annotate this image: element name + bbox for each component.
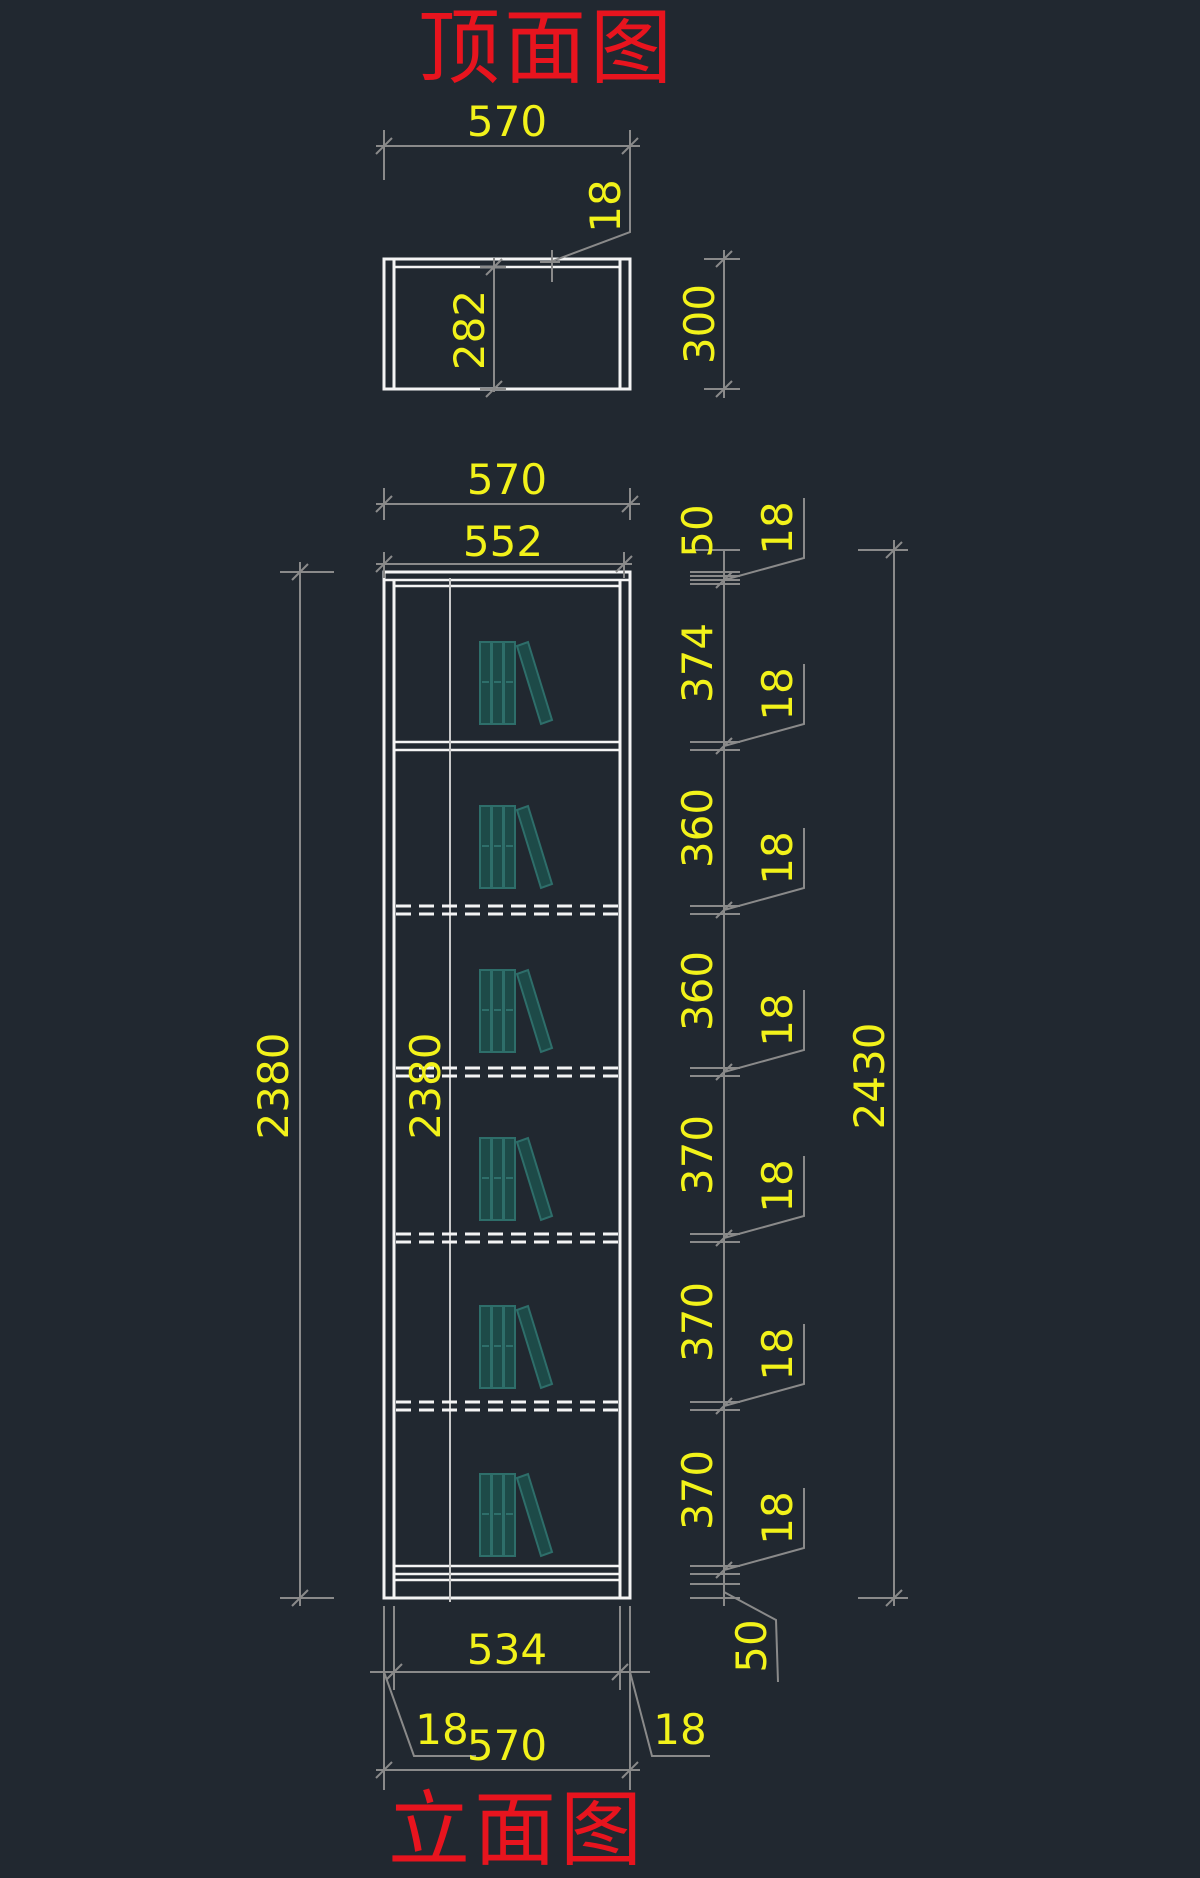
shelf-leader [723,828,805,911]
compartment-height-label: 370 [673,1115,722,1195]
compartment-height-label: 370 [673,1282,722,1362]
cabinet-outline [382,570,632,1602]
elev-outer-width-label: 570 [467,455,547,504]
book-icon [479,640,554,726]
elevation-title: 立面图 [388,1783,647,1878]
elev-height-left-label: 2380 [249,1033,298,1140]
top-depth-label: 300 [675,284,724,364]
book-icon [479,1304,554,1390]
top-view-title: 顶面图 [418,1,677,96]
shelf-leader [723,498,805,581]
elev-bottom-inner-label: 534 [467,1625,547,1674]
shelf-leader [723,1156,805,1239]
book-icon [479,804,554,890]
shelf-leader [723,664,805,747]
elev-bottom-width-label: 570 [467,1721,547,1770]
top-inner-depth-label: 282 [445,290,494,370]
book-icons [479,640,554,1558]
compartment-height-label: 360 [673,788,722,868]
book-icon [479,1472,554,1558]
elev-height-inner-label: 2380 [401,1033,450,1140]
top-panel-label: 18 [581,179,630,232]
compartment-height-label: 360 [673,951,722,1031]
elev-top-gap-label: 50 [673,504,722,557]
shelf-thickness-label: 18 [753,1491,802,1544]
top-width-label: 570 [467,97,547,146]
elev-height-total-label: 2430 [845,1023,894,1130]
top-view-dimension-lines [375,130,740,398]
elev-bottom-gap-label: 50 [727,1619,776,1672]
elev-inner-width-label: 552 [463,517,543,566]
elev-side-right-label: 18 [653,1705,706,1754]
top-view-outline [382,257,632,391]
elev-side-left-label: 18 [415,1705,468,1754]
compartment-height-label: 370 [673,1450,722,1530]
shelf-thickness-label: 18 [753,501,802,554]
shelf-thickness-label: 18 [753,1159,802,1212]
shelf-leader [723,1488,805,1571]
shelf-leader [723,1324,805,1407]
shelf-thickness-label: 18 [753,1327,802,1380]
elevation-dimension-lines [280,488,908,1790]
shelf-thickness-label: 18 [753,667,802,720]
shelf-leader [723,990,805,1073]
shelf-thickness-label: 18 [753,993,802,1046]
book-icon [479,968,554,1054]
adjustable-shelves [396,904,620,1412]
book-icon [479,1136,554,1222]
compartment-height-label: 374 [673,623,722,703]
shelf-thickness-label: 18 [753,831,802,884]
shelf-chain-dimensions: 18 18 18 18 18 18 18 374 360 360 370 370 370 [673,498,805,1579]
